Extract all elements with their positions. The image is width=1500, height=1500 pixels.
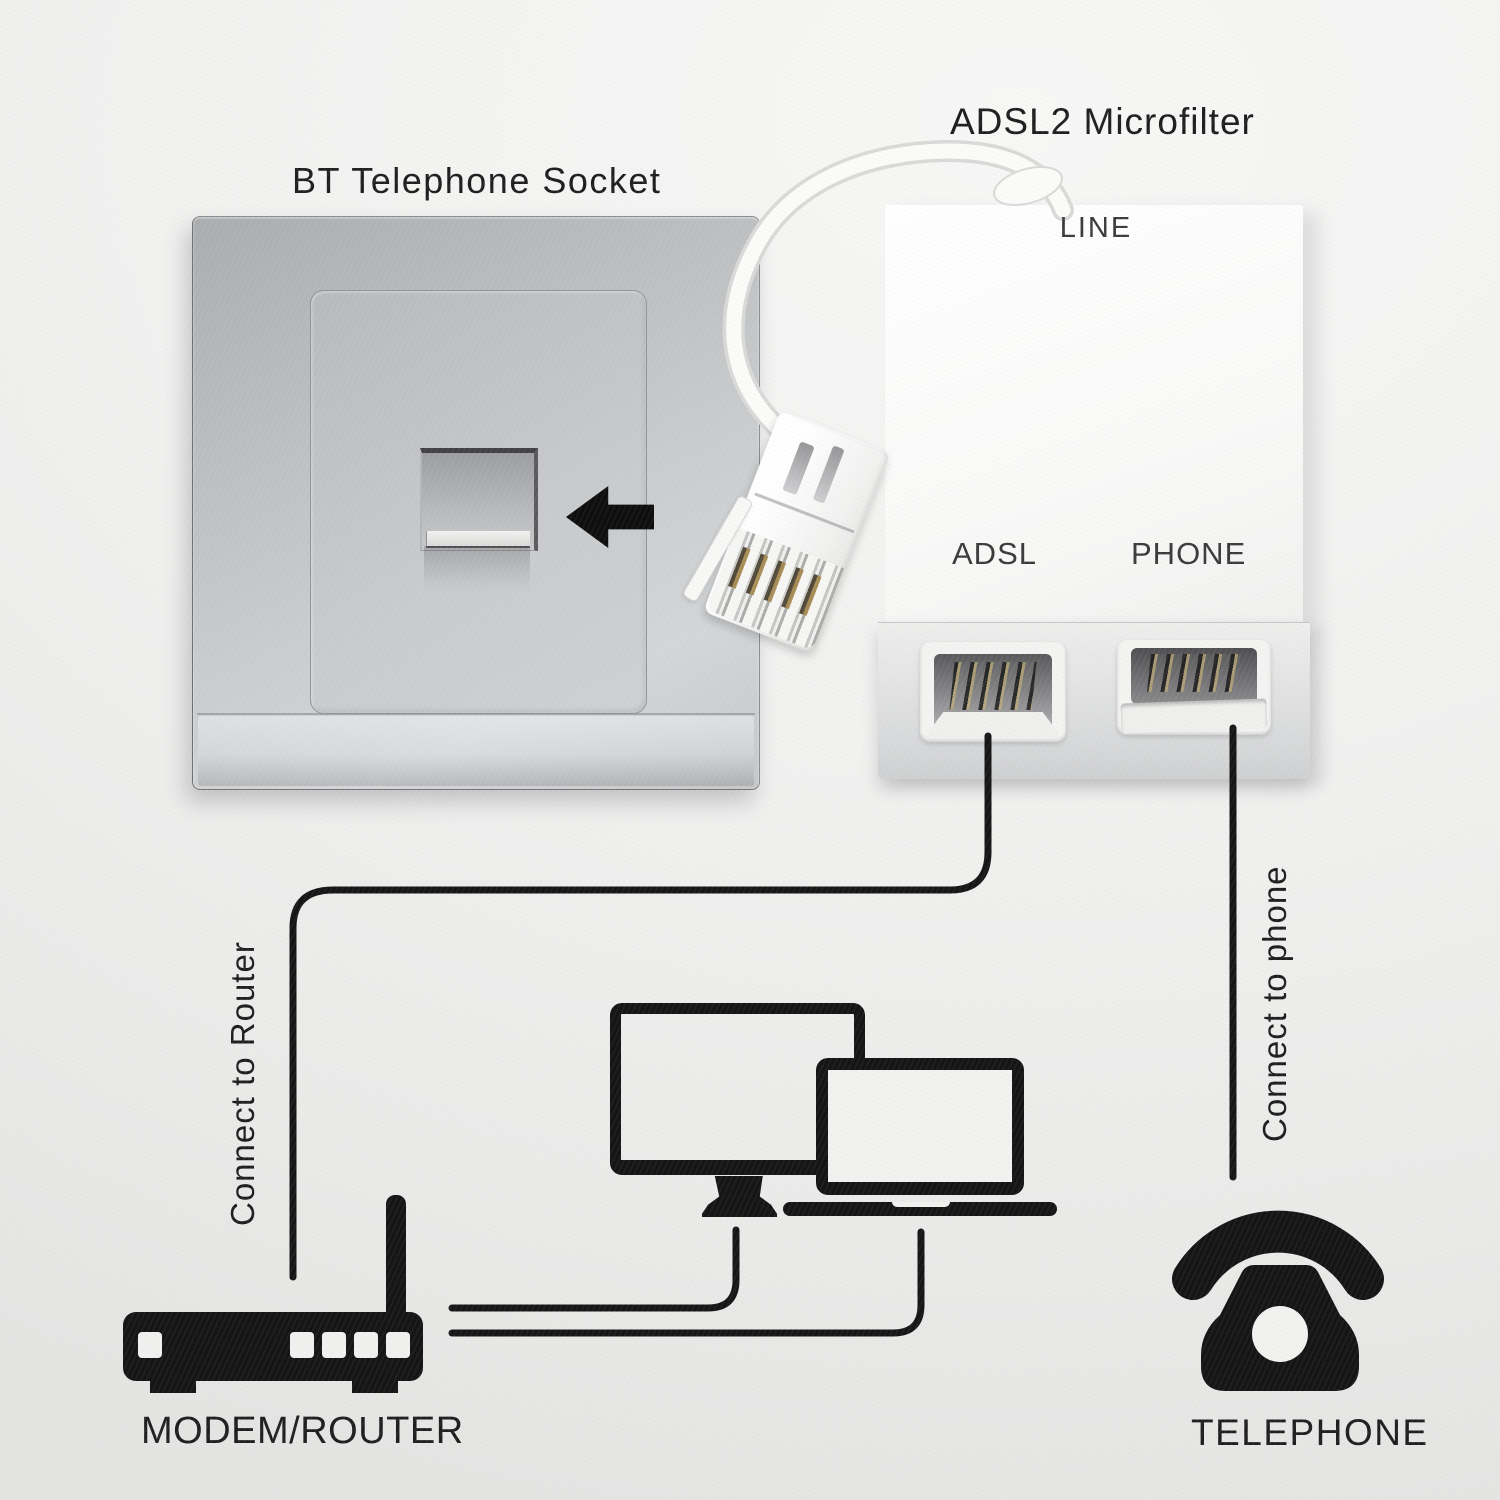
adsl-jack bbox=[920, 642, 1066, 742]
bt-socket-shelf bbox=[426, 531, 530, 548]
laptop-to-router-line bbox=[448, 1228, 925, 1337]
laptop-notch bbox=[892, 1202, 950, 1207]
router-port bbox=[354, 1332, 378, 1358]
bt-socket-recess-shadow bbox=[424, 546, 530, 593]
adsl-port-label: ADSL bbox=[952, 536, 1037, 571]
desktop-to-router-line bbox=[448, 1226, 740, 1312]
phone-port-label: PHONE bbox=[1131, 536, 1247, 571]
connect-to-router-label: Connect to Router bbox=[224, 941, 261, 1227]
cable-knot bbox=[993, 166, 1063, 206]
modem-router-label: MODEM/ROUTER bbox=[141, 1410, 464, 1452]
socket-title: BT Telephone Socket bbox=[292, 160, 662, 201]
router-port bbox=[322, 1332, 346, 1358]
bt-socket-opening bbox=[420, 448, 538, 551]
laptop-icon bbox=[816, 1058, 1024, 1195]
router-port bbox=[290, 1332, 314, 1358]
adsl-to-router-line bbox=[289, 732, 992, 1281]
router-antenna bbox=[386, 1195, 406, 1319]
router-foot bbox=[352, 1380, 398, 1393]
filter-title: ADSL2 Microfilter bbox=[950, 101, 1255, 142]
bt-plug-gold-pins bbox=[728, 546, 830, 619]
telephone-label: TELEPHONE bbox=[1191, 1412, 1429, 1453]
plate-seam bbox=[197, 713, 755, 715]
phone-jack-window bbox=[1131, 648, 1257, 704]
laptop-base bbox=[783, 1202, 1057, 1216]
router-port bbox=[386, 1332, 410, 1358]
line-port-label: LINE bbox=[1059, 212, 1133, 244]
telephone-icon bbox=[1172, 1210, 1384, 1391]
adsl-jack-shelf bbox=[924, 712, 1062, 738]
microfilter-body bbox=[885, 205, 1303, 625]
router-port bbox=[138, 1332, 162, 1358]
connect-to-phone-label: Connect to phone bbox=[1256, 865, 1293, 1143]
plate-bottom-band bbox=[198, 716, 754, 786]
router-foot bbox=[150, 1380, 196, 1393]
phone-jack bbox=[1117, 640, 1271, 735]
modem-router-icon bbox=[123, 1312, 423, 1393]
